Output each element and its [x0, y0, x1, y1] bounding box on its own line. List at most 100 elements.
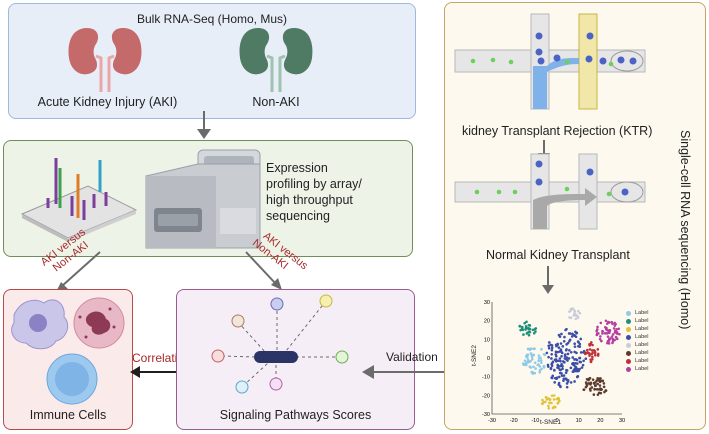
tsne-point: [530, 347, 533, 351]
tsne-point: [584, 381, 588, 384]
tsne-point: [598, 379, 602, 383]
arrow-profiling-to-signaling: [245, 251, 282, 290]
tsne-point: [569, 307, 573, 311]
tsne-point: [547, 404, 550, 408]
tsne-point: [560, 332, 563, 336]
tsne-legend-item: Label: [626, 341, 648, 349]
tsne-point: [547, 346, 551, 350]
tsne-point: [536, 363, 540, 367]
tsne-point: [553, 368, 556, 372]
tsne-legend-item: Label: [626, 333, 648, 341]
tsne-point: [552, 398, 556, 401]
tsne-point: [538, 365, 542, 368]
tsne-point: [550, 364, 554, 368]
tsne-point: [561, 345, 565, 348]
profiling-label-line-4: sequencing: [266, 209, 330, 223]
tsne-point: [559, 364, 562, 368]
tsne-point: [557, 359, 560, 363]
tsne-point: [611, 333, 615, 336]
tsne-point: [541, 398, 544, 402]
tsne-point: [564, 377, 568, 381]
tsne-point: [573, 342, 576, 346]
tsne-legend-label: Label: [635, 334, 649, 340]
tsne-point: [540, 367, 543, 371]
tsne-point: [554, 350, 558, 354]
tsne-legend-item: Label: [626, 309, 648, 317]
tsne-point: [618, 332, 621, 336]
tsne-point: [591, 343, 594, 347]
tsne-legend-swatch: [626, 366, 631, 372]
tsne-point: [585, 384, 589, 387]
tsne-point: [550, 401, 553, 405]
tsne-point: [579, 360, 583, 364]
tsne-point: [565, 382, 569, 385]
tsne-point: [528, 327, 532, 331]
tsne-point: [525, 353, 529, 357]
tsne-point: [528, 330, 532, 334]
immune-cells-label: Immune Cells: [29, 408, 107, 422]
tsne-point: [556, 363, 560, 367]
tsne-point: [547, 355, 550, 359]
tsne-point: [611, 339, 615, 343]
tsne-point: [547, 344, 551, 348]
tsne-point: [593, 388, 596, 391]
tsne-point: [567, 357, 571, 360]
tsne-point: [571, 332, 574, 336]
tsne-point: [588, 376, 592, 380]
tsne-x-tick: 10: [576, 418, 582, 424]
tsne-point: [568, 310, 571, 313]
tsne-legend-label: Label: [635, 358, 649, 364]
tsne-point: [559, 348, 563, 351]
tsne-point: [578, 356, 581, 360]
normal-transplant-label: Normal Kidney Transplant: [486, 248, 630, 262]
tsne-point: [573, 334, 577, 337]
tsne-point: [566, 359, 569, 362]
tsne-point: [560, 354, 563, 358]
tsne-legend-swatch: [626, 334, 631, 340]
tsne-point: [572, 314, 576, 317]
tsne-point: [584, 357, 588, 360]
tsne-point: [521, 328, 525, 332]
tsne-point: [520, 325, 524, 329]
tsne-legend-swatch: [626, 318, 631, 324]
tsne-legend-swatch: [626, 342, 631, 348]
tsne-point: [566, 379, 570, 382]
tsne-point: [607, 328, 611, 332]
tsne-point: [544, 400, 547, 404]
tsne-legend-item: Label: [626, 365, 648, 373]
tsne-point: [545, 351, 549, 355]
ktr-illustration: [454, 13, 646, 110]
tsne-point: [565, 356, 569, 359]
tsne-point: [576, 375, 579, 378]
tsne-point: [558, 368, 561, 371]
tsne-point: [531, 372, 535, 375]
tsne-point: [555, 377, 558, 381]
tsne-point: [559, 385, 562, 389]
microarray-slide-icon: [20, 158, 138, 242]
tsne-point: [599, 391, 603, 395]
tsne-point: [582, 359, 585, 363]
tsne-point: [560, 374, 564, 377]
tsne-point: [527, 323, 531, 327]
tsne-point: [521, 362, 525, 365]
profiling-label-line-2: profiling by array/: [266, 177, 362, 191]
tsne-point: [588, 354, 591, 357]
tsne-point: [600, 379, 604, 383]
tsne-point: [574, 314, 578, 317]
tsne-point: [593, 351, 597, 355]
tsne-legend-item: Label: [626, 317, 648, 325]
tsne-point: [595, 379, 599, 382]
tsne-point: [568, 316, 571, 319]
tsne-point: [579, 351, 583, 354]
tsne-point: [558, 335, 562, 338]
tsne-point: [617, 327, 621, 331]
tsne-point: [561, 364, 564, 368]
tsne-point: [606, 329, 609, 332]
tsne-point: [611, 337, 615, 341]
tsne-point: [571, 361, 575, 365]
tsne-point: [592, 381, 596, 385]
tsne-point: [579, 337, 583, 341]
signaling-pathways-label: Signaling Pathways Scores: [219, 408, 372, 422]
tsne-point: [568, 339, 571, 343]
tsne-point: [615, 337, 619, 341]
